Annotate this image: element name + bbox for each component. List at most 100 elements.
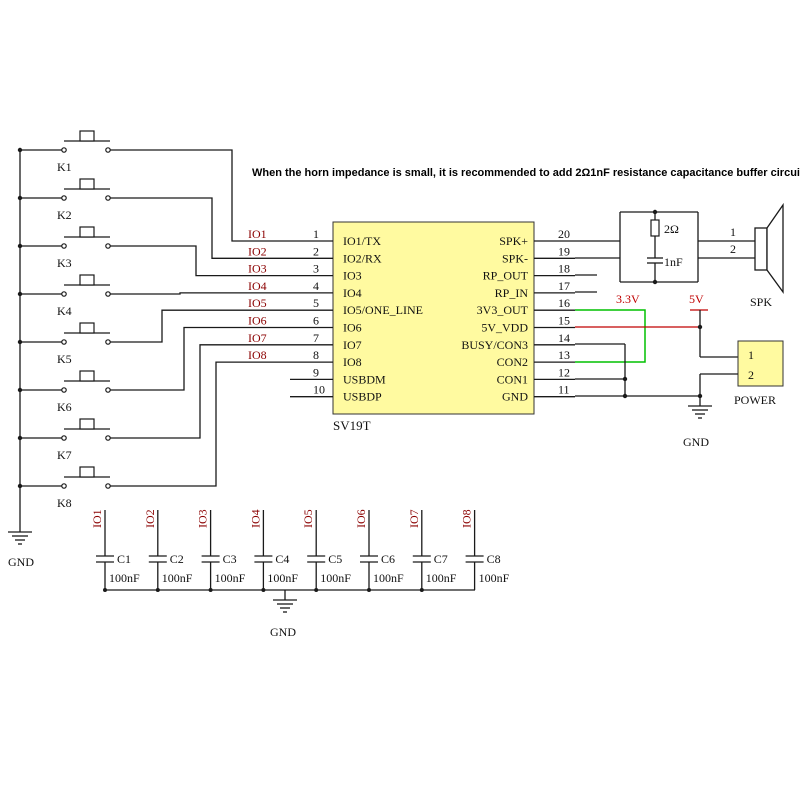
rail-5v: 5V bbox=[575, 292, 738, 358]
key-label: K8 bbox=[57, 496, 72, 510]
cap-name: C2 bbox=[170, 552, 184, 566]
left-pin-number: 10 bbox=[313, 383, 325, 397]
key-switch-4: K4 bbox=[17, 274, 111, 318]
key-label: K5 bbox=[57, 352, 72, 366]
label-5v: 5V bbox=[689, 292, 704, 306]
left-pin-number: 9 bbox=[313, 365, 319, 379]
right-pin-number: 15 bbox=[558, 314, 570, 328]
cap-name: C3 bbox=[223, 552, 237, 566]
right-pin-number: 18 bbox=[558, 262, 570, 276]
right-pin-number: 11 bbox=[558, 383, 570, 397]
gnd-symbol-bottom: GND bbox=[270, 590, 297, 639]
right-pin-label: RP_IN bbox=[495, 286, 529, 300]
right-pin-number: 13 bbox=[558, 348, 570, 362]
key-switch-8: K8 bbox=[17, 466, 111, 510]
key-label: K1 bbox=[57, 160, 72, 174]
cap-io-label: IO5 bbox=[301, 509, 315, 528]
right-pin-label: 5V_VDD bbox=[481, 321, 528, 335]
key-switch-6: K6 bbox=[17, 370, 111, 414]
left-pin-number: 7 bbox=[313, 331, 319, 345]
net-label-io7: IO7 bbox=[248, 331, 267, 345]
chip-name: SV19T bbox=[333, 418, 371, 433]
net-label-io6: IO6 bbox=[248, 314, 267, 328]
cap-name: C8 bbox=[487, 552, 501, 566]
cap-io-label: IO7 bbox=[407, 509, 421, 528]
power-pin1: 1 bbox=[748, 348, 754, 362]
key-label: K4 bbox=[57, 304, 72, 318]
gnd-symbol-left: GND bbox=[8, 528, 34, 569]
left-pin-label: IO2/RX bbox=[343, 251, 382, 265]
speaker-label: SPK bbox=[750, 295, 772, 309]
right-pin-number: 17 bbox=[558, 279, 570, 293]
snubber-resistor-label: 2Ω bbox=[664, 222, 679, 236]
cap-io-label: IO2 bbox=[143, 509, 157, 528]
left-pin-label: IO4 bbox=[343, 286, 362, 300]
net-label-io2: IO2 bbox=[248, 244, 267, 258]
right-pin-number: 12 bbox=[558, 365, 570, 379]
key-switch-7: K7 bbox=[17, 418, 111, 462]
cap-value: 100nF bbox=[373, 571, 404, 585]
cap-value: 100nF bbox=[109, 571, 140, 585]
left-pin-number: 4 bbox=[313, 279, 319, 293]
speaker-icon: SPK bbox=[750, 202, 784, 309]
snubber-resistor bbox=[650, 219, 660, 237]
left-pin-number: 5 bbox=[313, 296, 319, 310]
key-label: K3 bbox=[57, 256, 72, 270]
gnd-label-right: GND bbox=[683, 435, 709, 449]
right-pin-label: BUSY/CON3 bbox=[461, 338, 528, 352]
snubber-circuit: 2Ω 1nF 1 2 bbox=[575, 209, 755, 285]
key-label: K2 bbox=[57, 208, 72, 222]
key-switch-5: K5 bbox=[17, 322, 111, 366]
right-pin-label: CON1 bbox=[497, 372, 528, 386]
right-pin-label: 3V3_OUT bbox=[477, 303, 529, 317]
cap-value: 100nF bbox=[479, 571, 510, 585]
cap-name: C4 bbox=[275, 552, 289, 566]
cap-io-label: IO3 bbox=[196, 509, 210, 528]
spk-pin1: 1 bbox=[730, 225, 736, 239]
left-pin-label: IO8 bbox=[343, 355, 362, 369]
left-pin-label: IO6 bbox=[343, 321, 362, 335]
design-note: When the horn impedance is small, it is … bbox=[252, 167, 800, 179]
left-pin-label: IO1/TX bbox=[343, 234, 381, 248]
cap-value: 100nF bbox=[320, 571, 351, 585]
key-switch-2: K2 bbox=[17, 178, 111, 222]
cap-name: C5 bbox=[328, 552, 342, 566]
key-switch-1: K1 bbox=[17, 130, 111, 174]
gnd-label-left: GND bbox=[8, 555, 34, 569]
cap-io-label: IO8 bbox=[460, 509, 474, 528]
left-pin-label: IO3 bbox=[343, 269, 362, 283]
key-label: K7 bbox=[57, 448, 72, 462]
left-pin-label: IO7 bbox=[343, 338, 362, 352]
left-pin-number: 3 bbox=[313, 262, 319, 276]
right-pins: 20SPK+19SPK-18RP_OUT17RP_IN163V3_OUT155V… bbox=[461, 227, 575, 404]
snubber-capacitor-label: 1nF bbox=[664, 255, 683, 269]
net-label-io5: IO5 bbox=[248, 296, 267, 310]
left-pin-label: IO5/ONE_LINE bbox=[343, 303, 423, 317]
spk-pin2: 2 bbox=[730, 242, 736, 256]
right-pin-number: 16 bbox=[558, 296, 570, 310]
right-pin-number: 19 bbox=[558, 244, 570, 258]
net-label-io4: IO4 bbox=[248, 279, 267, 293]
cap-name: C6 bbox=[381, 552, 395, 566]
right-pin-label: SPK- bbox=[502, 251, 528, 265]
cap-io-label: IO6 bbox=[354, 509, 368, 528]
right-pin-label: RP_OUT bbox=[483, 269, 529, 283]
power-pin2: 2 bbox=[748, 368, 754, 382]
sv19t-chip bbox=[332, 221, 535, 415]
net-label-io1: IO1 bbox=[248, 227, 267, 241]
key-label: K6 bbox=[57, 400, 72, 414]
left-pin-number: 6 bbox=[313, 314, 319, 328]
cap-value: 100nF bbox=[162, 571, 193, 585]
power-connector: 1 2 POWER bbox=[697, 340, 784, 407]
